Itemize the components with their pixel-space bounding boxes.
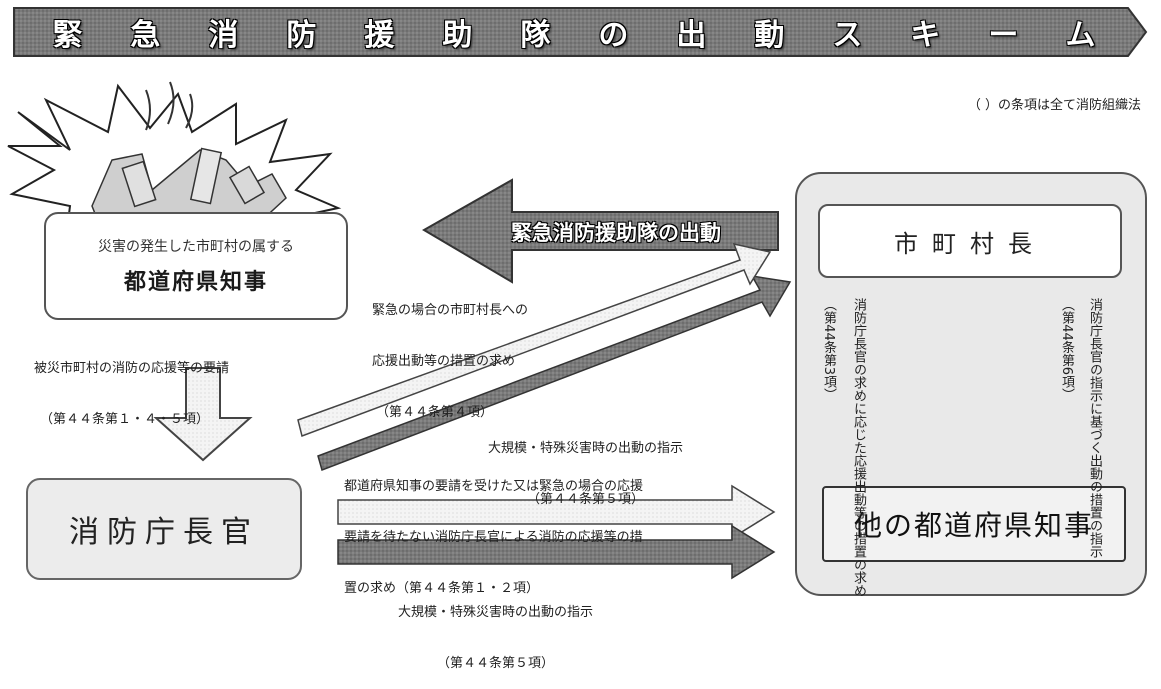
vertical-left-label: 消防庁長官の求めに応じた応援出動等の措置の求め: [850, 290, 884, 597]
urgent-request-line2: 応援出動等の措置の求め: [372, 354, 516, 369]
title-banner-shape: [13, 7, 1148, 57]
urgent-request-line3: （第４４条第４項）: [376, 405, 494, 420]
legal-note: （ ）の条項は全て消防組織法: [967, 98, 1141, 113]
large-scale-upper-line2: （第４４条第５項）: [527, 492, 645, 507]
vertical-right-label: 消防庁長官の指示に基づく出動の措置の指示: [1086, 290, 1120, 558]
diagonal-arrows: [297, 242, 792, 471]
fdma-commissioner-box: 消防庁長官: [26, 478, 302, 580]
request-label-line1: 被災市町村の消防の応援等の要請: [34, 361, 230, 376]
horizontal-arrow-light: [337, 484, 776, 540]
dispatch-arrow: [422, 178, 779, 284]
fdma-request-line3: 置の求め（第４４条第１・２項）: [344, 581, 540, 596]
vertical-right-ref: （第44条第6項）: [1058, 290, 1092, 480]
vertical-left-ref-text: （第44条第3項）: [821, 298, 836, 402]
large-scale-upper-label: 大規模・特殊災害時の出動の指示 （第４４条第５項）: [488, 406, 683, 525]
down-arrow: [153, 367, 253, 462]
fdma-request-line1: 都道府県知事の要請を受けた又は緊急の場合の応援: [344, 479, 644, 494]
fdma-request-line2: 要請を待たない消防庁長官による消防の応援等の措: [344, 530, 643, 545]
large-scale-lower-line2: （第４４条第５項）: [437, 656, 555, 671]
vertical-right-ref-text: （第44条第6項）: [1059, 298, 1074, 402]
affected-prefecture-line2: 都道府県知事: [123, 270, 268, 295]
vertical-left-text: 消防庁長官の求めに応じた応援出動等の措置の求め: [851, 298, 866, 598]
vertical-right-text: 消防庁長官の指示に基づく出動の措置の指示: [1087, 298, 1102, 559]
page-title: 緊急消防援助隊の出動スキーム: [52, 18, 1144, 53]
affected-prefecture-line1: 災害の発生した市町村の属する: [98, 239, 294, 255]
large-scale-upper-line1: 大規模・特殊災害時の出動の指示: [488, 441, 684, 456]
fdma-request-label: 都道府県知事の要請を受けた又は緊急の場合の応援 要請を待たない消防庁長官による消…: [344, 444, 643, 614]
disaster-burst-icon: [7, 81, 342, 240]
large-scale-lower-line1: 大規模・特殊災害時の出動の指示: [398, 605, 594, 620]
affected-prefecture-governor-box: 災害の発生した市町村の属する 都道府県知事: [44, 212, 348, 320]
vertical-left-ref: （第44条第3項）: [820, 290, 854, 480]
other-prefecture-governor-box: 他の都道府県知事: [822, 486, 1126, 562]
municipal-mayor-box: 市町村長: [818, 204, 1122, 278]
diagonal-arrow-dark: [317, 275, 792, 471]
request-label: 被災市町村の消防の応援等の要請 （第４４条第１・４・５項）: [34, 326, 229, 445]
large-scale-lower-label: 大規模・特殊災害時の出動の指示 （第４４条第５項）: [398, 570, 593, 689]
request-label-line2: （第４４条第１・４・５項）: [40, 412, 210, 427]
urgent-request-label: 緊急の場合の市町村長への 応援出動等の措置の求め （第４４条第４項）: [372, 268, 528, 438]
dispatch-banner-text: 緊急消防援助隊の出動: [511, 221, 721, 245]
urgent-request-line1: 緊急の場合の市町村長への: [372, 303, 529, 318]
horizontal-arrow-dark: [337, 524, 776, 580]
diagonal-arrow-light: [297, 242, 772, 437]
